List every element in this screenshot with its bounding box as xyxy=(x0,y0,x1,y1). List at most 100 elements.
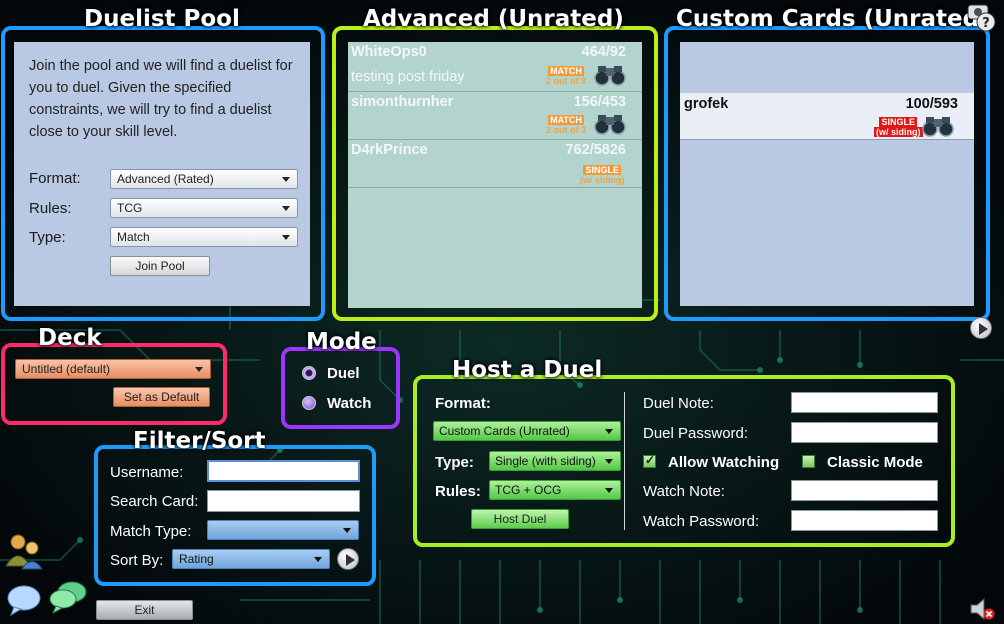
custom-cards-title: Custom Cards (Unrated) xyxy=(676,6,990,32)
badge-top: MATCH xyxy=(548,66,584,76)
host-format-dropdown[interactable]: Custom Cards (Unrated) xyxy=(433,421,621,441)
host-rules-dropdown[interactable]: TCG + OCG xyxy=(489,480,621,500)
match-type-badge: SINGLE (w/ siding) xyxy=(874,117,923,137)
badge-bottom: 2 out of 3 xyxy=(546,125,586,135)
binoculars-icon[interactable] xyxy=(922,115,954,137)
chevron-down-icon xyxy=(195,367,203,372)
room-host-name: grofek xyxy=(684,96,729,112)
duel-password-label: Duel Password: xyxy=(643,425,749,442)
watch-password-input[interactable] xyxy=(791,510,938,531)
username-input[interactable] xyxy=(207,460,360,482)
pool-type-label: Type: xyxy=(29,229,66,246)
classic-mode-checkbox[interactable] xyxy=(802,455,815,468)
sort-by-dropdown[interactable]: Rating xyxy=(172,549,330,569)
watch-note-label: Watch Note: xyxy=(643,483,725,500)
sort-by-value: Rating xyxy=(179,552,214,566)
pool-type-dropdown[interactable]: Match xyxy=(110,227,298,247)
duel-password-input[interactable] xyxy=(791,422,938,443)
host-type-label: Type: xyxy=(435,454,474,471)
pool-format-value: Advanced (Rated) xyxy=(117,172,214,186)
chevron-down-icon xyxy=(605,429,613,434)
duelist-pool-body: Join the pool and we will find a duelist… xyxy=(14,42,310,306)
badge-bottom: (w/ siding) xyxy=(874,127,923,137)
chat-bubble-icon[interactable] xyxy=(6,584,42,616)
watch-password-label: Watch Password: xyxy=(643,513,760,530)
chevron-down-icon xyxy=(605,488,613,493)
help-camera-icon[interactable]: ? xyxy=(966,1,996,33)
match-type-label: Match Type: xyxy=(110,523,192,540)
room-row[interactable]: D4rkPrince 762/5826 SINGLE (w/ siding) xyxy=(348,140,642,188)
pool-description: Join the pool and we will find a duelist… xyxy=(29,58,293,140)
mode-title: Mode xyxy=(306,329,377,355)
binoculars-icon[interactable] xyxy=(594,113,626,135)
chevron-down-icon xyxy=(343,528,351,533)
host-duel-panel xyxy=(413,375,955,547)
deck-title: Deck xyxy=(38,325,102,351)
binoculars-icon[interactable] xyxy=(594,64,626,86)
username-label: Username: xyxy=(110,464,184,481)
friends-icon[interactable] xyxy=(4,532,44,570)
host-rules-value: TCG + OCG xyxy=(495,483,562,497)
host-divider xyxy=(624,392,625,530)
host-rules-label: Rules: xyxy=(435,483,481,500)
mute-sound-icon[interactable] xyxy=(968,596,996,622)
chevron-down-icon xyxy=(314,557,322,562)
chevron-down-icon xyxy=(282,235,290,240)
advanced-room-list[interactable]: WhiteOps0 464/92 testing post friday MAT… xyxy=(348,42,642,308)
host-type-dropdown[interactable]: Single (with siding) xyxy=(489,451,621,471)
filter-sort-panel xyxy=(94,445,376,586)
room-host-score: 762/5826 xyxy=(565,142,626,158)
duel-note-input[interactable] xyxy=(791,392,938,413)
chevron-down-icon xyxy=(282,177,290,182)
mode-watch-radio[interactable] xyxy=(302,396,316,410)
match-type-dropdown[interactable] xyxy=(207,520,359,540)
match-type-badge: MATCH 2 out of 3 xyxy=(546,66,586,86)
host-format-value: Custom Cards (Unrated) xyxy=(439,424,570,438)
host-duel-button[interactable]: Host Duel xyxy=(471,509,569,529)
advanced-title: Advanced (Unrated) xyxy=(363,6,624,32)
join-pool-button[interactable]: Join Pool xyxy=(110,256,210,276)
mode-panel xyxy=(281,347,400,429)
badge-top: SINGLE xyxy=(879,117,917,127)
duelist-pool-title: Duelist Pool xyxy=(84,6,240,32)
exit-button[interactable]: Exit xyxy=(96,600,193,620)
chevron-down-icon xyxy=(282,206,290,211)
set-default-button[interactable]: Set as Default xyxy=(113,387,210,407)
classic-mode-label: Classic Mode xyxy=(827,454,923,471)
room-host-score: 464/92 xyxy=(581,44,626,60)
allow-watching-checkbox[interactable] xyxy=(643,453,656,468)
custom-room-list[interactable]: grofek 100/593 SINGLE (w/ siding) xyxy=(680,42,974,306)
sort-apply-button[interactable] xyxy=(337,548,359,570)
chevron-down-icon xyxy=(605,459,613,464)
deck-selected: Untitled (default) xyxy=(22,362,111,376)
room-row[interactable]: WhiteOps0 464/92 testing post friday MAT… xyxy=(348,42,642,92)
room-host-name: WhiteOps0 xyxy=(351,44,427,60)
host-type-value: Single (with siding) xyxy=(495,454,596,468)
pool-type-value: Match xyxy=(117,230,150,244)
search-card-label: Search Card: xyxy=(110,493,199,510)
search-card-input[interactable] xyxy=(207,490,360,512)
badge-bottom: 2 out of 3 xyxy=(546,76,586,86)
deck-dropdown[interactable]: Untitled (default) xyxy=(15,359,211,379)
room-note: testing post friday xyxy=(351,69,465,85)
filter-sort-title: Filter/Sort xyxy=(133,428,266,454)
allow-watching-label: Allow Watching xyxy=(668,454,780,471)
deck-panel xyxy=(1,343,227,425)
watch-note-input[interactable] xyxy=(791,480,938,501)
pool-rules-value: TCG xyxy=(117,201,143,215)
mode-duel-radio[interactable] xyxy=(302,366,316,380)
pool-rules-label: Rules: xyxy=(29,200,72,217)
next-page-button[interactable] xyxy=(970,317,992,339)
room-row[interactable]: grofek 100/593 SINGLE (w/ siding) xyxy=(680,92,974,140)
pool-format-dropdown[interactable]: Advanced (Rated) xyxy=(110,169,298,189)
pool-rules-dropdown[interactable]: TCG xyxy=(110,198,298,218)
duel-note-label: Duel Note: xyxy=(643,395,714,412)
sort-by-label: Sort By: xyxy=(110,552,164,569)
advanced-panel xyxy=(332,26,658,321)
room-row[interactable]: simonthurnher 156/453 MATCH 2 out of 3 xyxy=(348,92,642,140)
group-chat-icon[interactable] xyxy=(48,580,88,614)
room-host-name: simonthurnher xyxy=(351,94,454,110)
badge-top: MATCH xyxy=(548,115,584,125)
duelist-pool-panel xyxy=(1,26,325,321)
badge-top: SINGLE xyxy=(583,165,621,175)
